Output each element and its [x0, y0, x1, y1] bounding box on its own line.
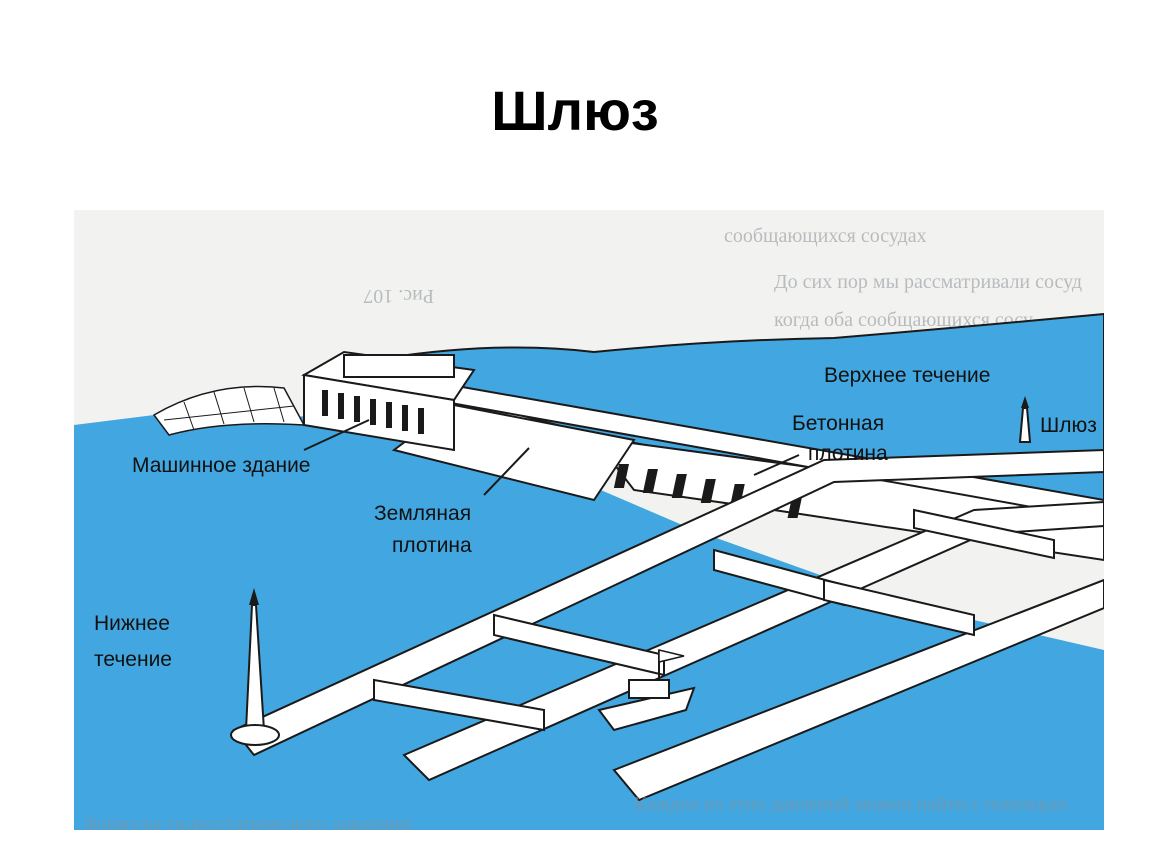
label-lower-course-2: течение — [94, 648, 172, 671]
slide-title: Шлюз — [491, 79, 659, 142]
lower-water — [74, 415, 1104, 830]
label-concrete-dam-1: Бетонная — [792, 412, 884, 435]
bleed-text-line1: сообщающихся сосудах — [724, 225, 927, 247]
label-earth-dam-1: Земляная — [374, 502, 471, 525]
label-lower-course-1: Нижнее — [94, 612, 170, 635]
lock-gates — [373, 508, 1055, 732]
bleed-text-bottom1: Каждое из этих давлений можно найти с по… — [634, 793, 1068, 815]
bleed-text-line2: До сих пор мы рассматривали сосуд — [774, 271, 1082, 293]
leader-power-house — [303, 419, 370, 451]
lock-walls — [232, 448, 1104, 802]
lighthouse-left-icon — [230, 588, 280, 746]
ship-icon — [597, 649, 696, 732]
bleed-text-bottom2: формулы гидростатического давления: — [84, 813, 415, 830]
label-earth-dam-2: плотина — [392, 534, 472, 557]
label-lock: Шлюз — [1040, 414, 1097, 437]
lock-diagram: сообщающихся сосудах До сих пор мы рассм… — [74, 210, 1104, 830]
label-concrete-dam-2: плотина — [808, 442, 888, 465]
leader-concrete-dam — [753, 454, 800, 476]
label-power-house: Машинное здание — [132, 454, 310, 477]
leader-earth-dam — [483, 447, 530, 496]
bleed-text-fig: Рис. 107 — [363, 285, 434, 307]
power-house — [301, 350, 476, 452]
lighthouse-right-icon — [1018, 396, 1032, 443]
label-upper-course: Верхнее течение — [824, 364, 990, 387]
